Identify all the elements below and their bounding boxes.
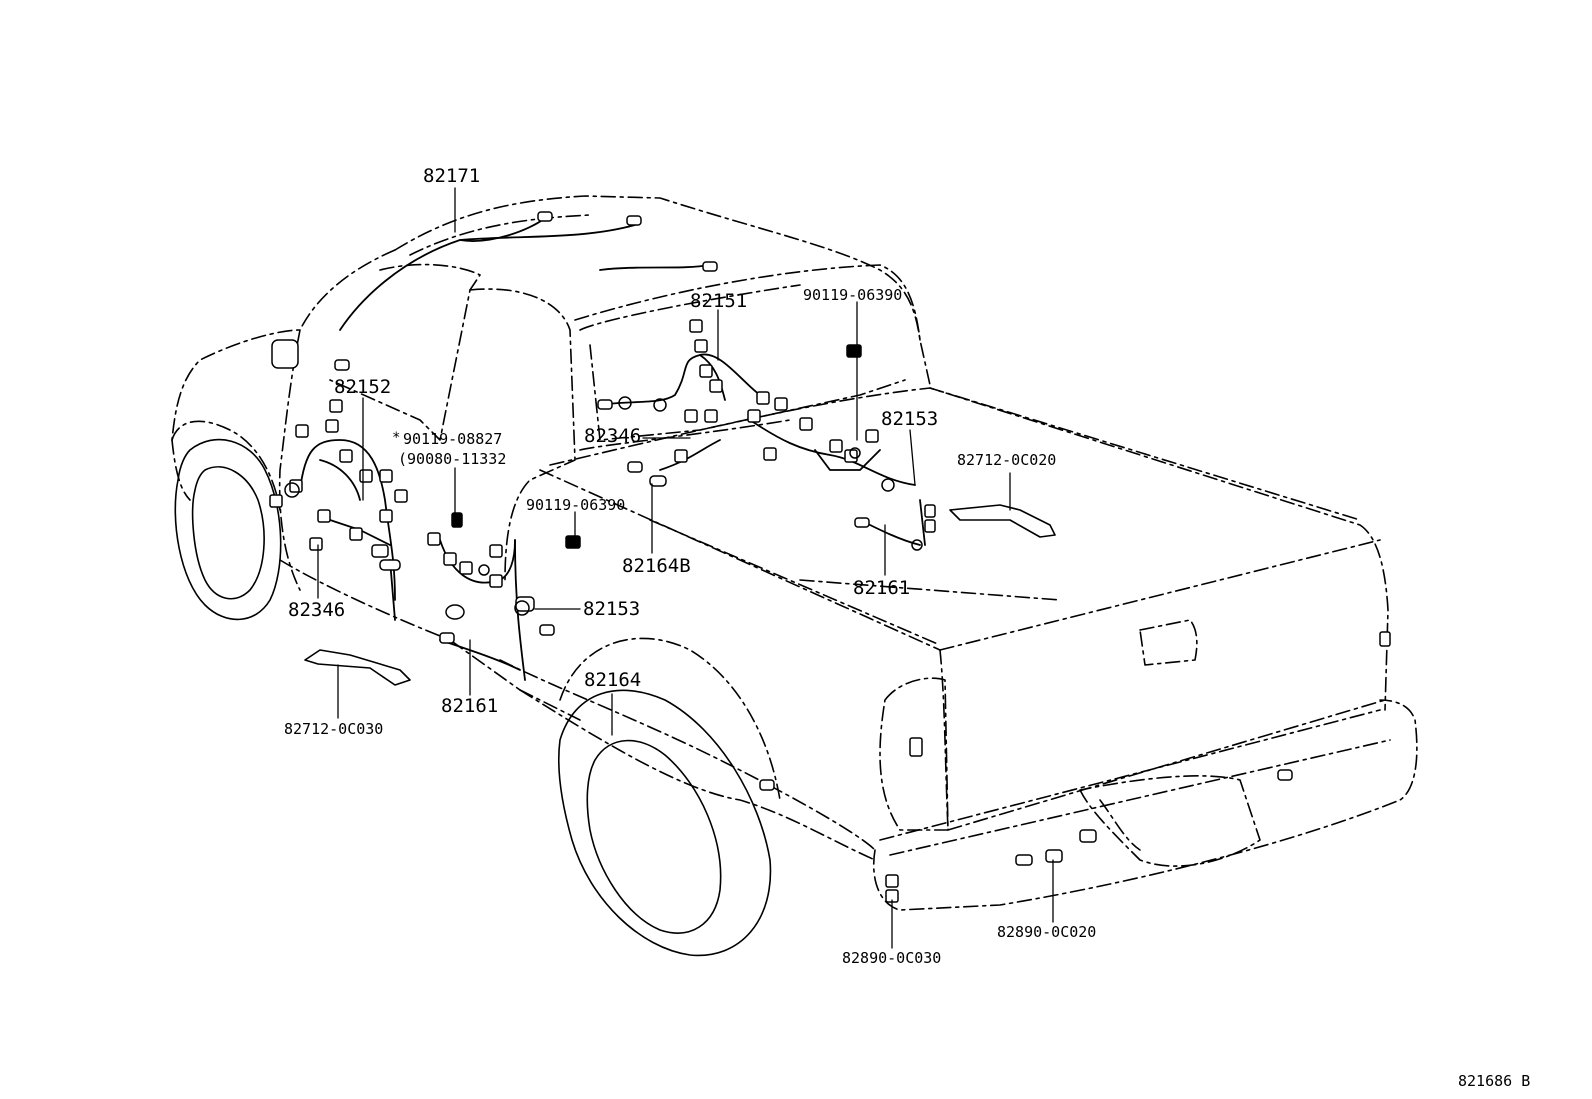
vehicle-body-outline	[171, 195, 1418, 911]
asterisk-mark: *	[392, 430, 401, 446]
label-82153-mid: 82153	[583, 598, 641, 620]
label-82151: 82151	[690, 290, 748, 312]
label-82161-right: 82161	[853, 577, 911, 599]
label-82152: 82152	[334, 376, 392, 398]
label-82161-left: 82161	[441, 695, 499, 717]
front-wheel	[171, 420, 282, 621]
label-90119-06390-mid: 90119-06390	[526, 496, 626, 514]
bracket-82712-0c020	[949, 504, 1056, 538]
label-82890-0c020: 82890-0C020	[997, 923, 1097, 941]
back-panel-harness-82151	[599, 353, 916, 486]
label-82346-left: 82346	[288, 599, 346, 621]
label-82171: 82171	[423, 165, 481, 187]
connectors	[269, 211, 1391, 903]
label-90119-08827: 90119-08827	[403, 430, 503, 448]
rear-wheel	[557, 637, 781, 957]
front-door-harness-82152	[299, 439, 396, 621]
label-90119-06390-top: 90119-06390	[803, 286, 903, 304]
leader-lines	[317, 187, 1054, 949]
bolts	[284, 344, 923, 616]
bracket-82712-0c030	[304, 649, 411, 686]
label-82890-0c030: 82890-0C030	[842, 949, 942, 967]
figure-id: 821686 B	[1458, 1072, 1531, 1090]
label-90080-11332: (90080-11332	[398, 450, 507, 468]
label-82164: 82164	[584, 669, 642, 691]
roof-harness-82171	[339, 217, 711, 331]
label-82712-0c020: 82712-0C020	[957, 451, 1057, 469]
label-82346-center: 82346	[584, 425, 642, 447]
label-82712-0c030: 82712-0C030	[284, 720, 384, 738]
label-82164b: 82164B	[622, 555, 691, 577]
label-82153-right: 82153	[881, 408, 939, 430]
